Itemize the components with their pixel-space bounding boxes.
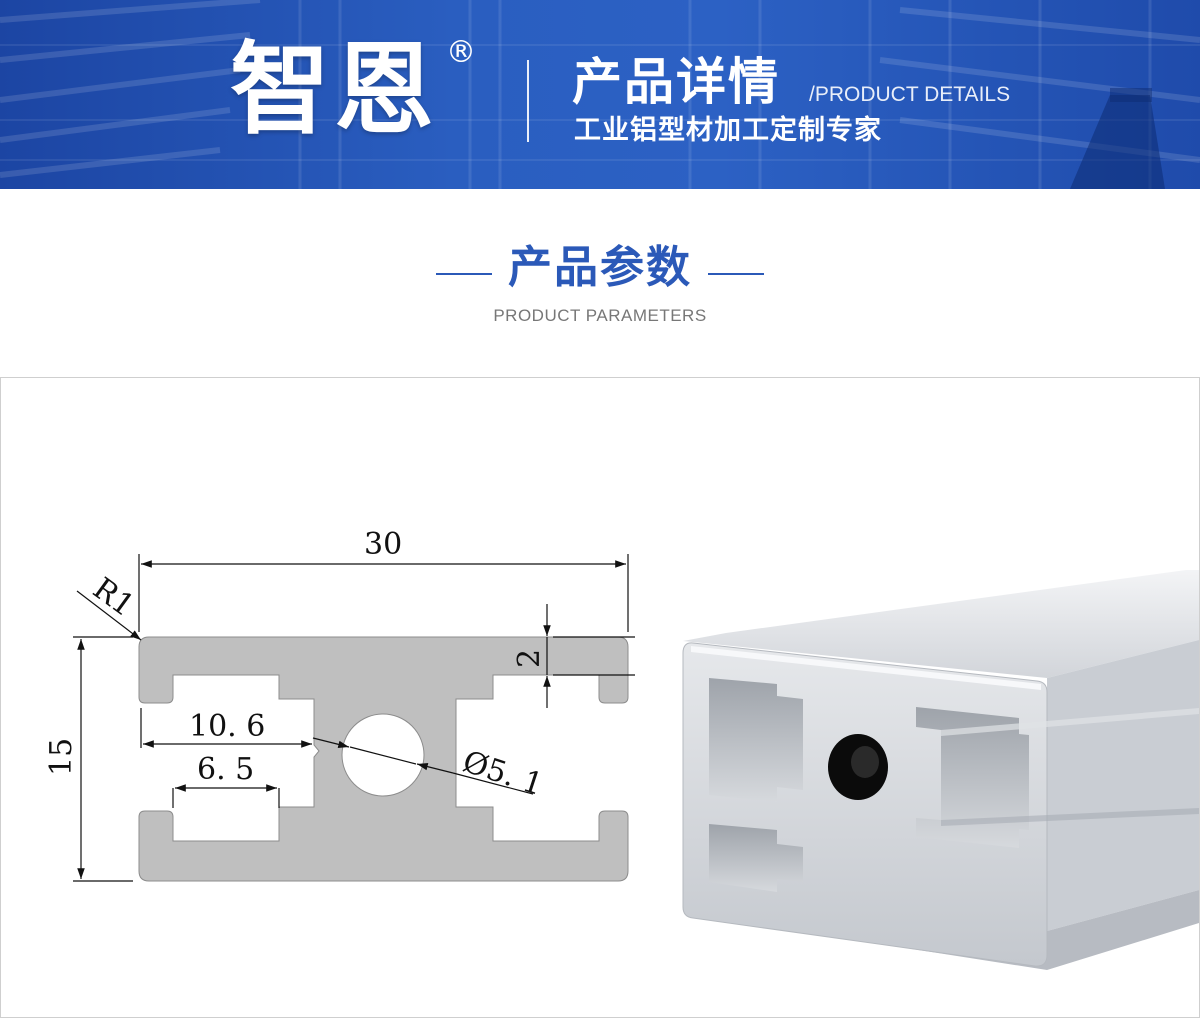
header-banner: 智恩 ® 产品详情 /PRODUCT DETAILS 工业铝型材加工定制专家 bbox=[0, 0, 1200, 189]
dimension-height-label: 15 bbox=[44, 738, 79, 776]
dimension-slot-inner-label: 6. 5 bbox=[197, 752, 254, 787]
section-subtitle: PRODUCT PARAMETERS bbox=[493, 306, 707, 325]
dimension-wall-label: 2 bbox=[512, 649, 547, 668]
banner-title-english: /PRODUCT DETAILS bbox=[809, 83, 1011, 106]
dimension-slot-outer-label: 10. 6 bbox=[189, 709, 265, 744]
section-title-right-rule bbox=[708, 273, 764, 275]
banner-background-pattern bbox=[0, 0, 1200, 189]
banner-tagline: 工业铝型材加工定制专家 bbox=[574, 115, 882, 146]
dimension-radius-label: R1 bbox=[86, 571, 140, 624]
dimension-width-label: 30 bbox=[364, 527, 402, 562]
profile-figure: 30 15 R1 2 10. 6 6. 5 Ø5. 1 bbox=[44, 527, 1199, 970]
banner-divider bbox=[527, 60, 529, 142]
section-title: 产品参数 bbox=[508, 242, 692, 293]
banner-title: 产品详情 bbox=[572, 53, 780, 111]
profile-3d-render bbox=[682, 570, 1199, 970]
registered-mark: ® bbox=[446, 35, 476, 70]
section-title-left-rule bbox=[436, 273, 492, 275]
product-parameters-panel: 30 15 R1 2 10. 6 6. 5 Ø5. 1 bbox=[0, 377, 1200, 1018]
cross-section-drawing: 30 15 R1 2 10. 6 6. 5 Ø5. 1 bbox=[44, 527, 635, 882]
dimension-hole-label: Ø5. 1 bbox=[459, 744, 548, 803]
brand-logo-text: 智恩 bbox=[230, 31, 438, 148]
